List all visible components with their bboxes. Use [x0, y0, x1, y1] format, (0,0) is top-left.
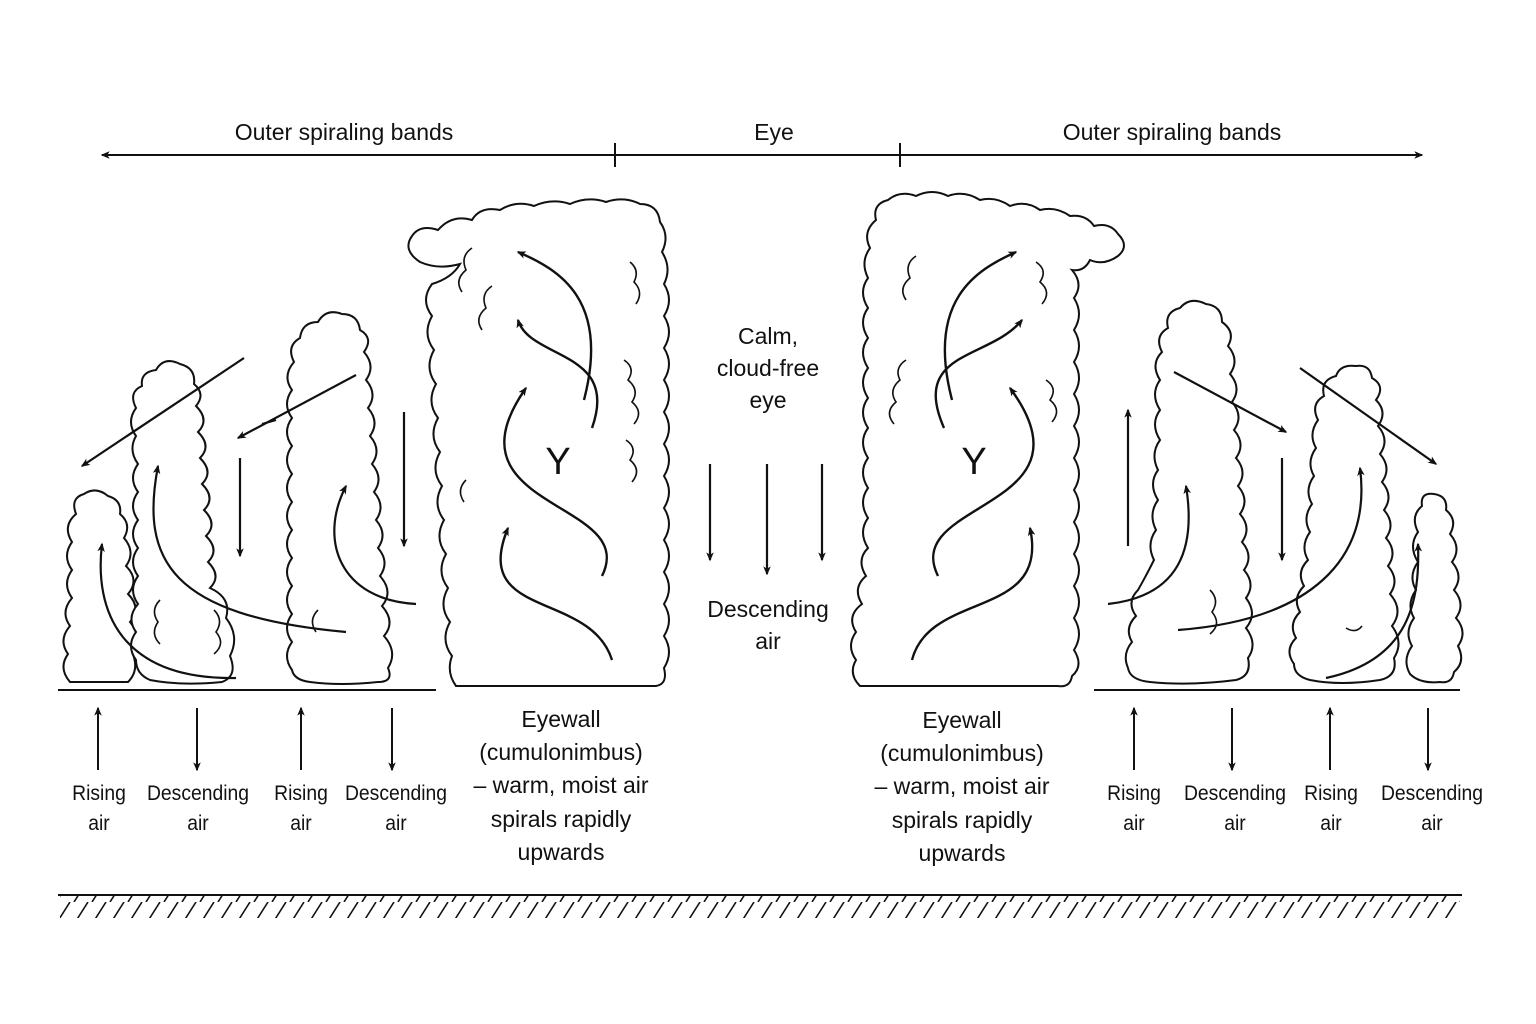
rising-label-3: Rising	[1107, 782, 1161, 805]
eye-descending-arrows	[706, 464, 826, 576]
rising-label-2: Rising	[274, 782, 328, 805]
eyewall-left-line1: Eyewall	[521, 706, 601, 732]
top-dimension-line	[100, 143, 1424, 167]
ground	[58, 894, 1462, 918]
rising-label-1: Rising	[72, 782, 126, 805]
band-cloud-right-3	[1405, 492, 1464, 684]
eyewall-cloud-right	[850, 191, 1125, 688]
eyewall-right-line5: upwards	[918, 840, 1006, 866]
eyewall-symbol-right: Y	[961, 441, 987, 483]
eye-label-line1: Calm,	[737, 323, 799, 349]
eye-descending-line1: Descending	[707, 596, 829, 622]
eye-label-line3: eye	[749, 387, 787, 413]
band-arrows-left	[80, 357, 417, 680]
rising-label-2-air: air	[290, 812, 312, 835]
descending-label-3: Descending	[1183, 782, 1287, 805]
eyewall-left-line3: – warm, moist air	[473, 772, 649, 798]
eyewall-right-line4: spirals rapidly	[891, 807, 1033, 833]
descending-label-3-air: air	[1224, 812, 1246, 835]
eyewall-cloud-left	[407, 198, 670, 687]
eye-descending-line2: air	[755, 628, 781, 654]
band-cloud-right-1	[1124, 299, 1254, 685]
header-eye: Eye	[754, 119, 794, 145]
eyewall-left-line2: (cumulonimbus)	[479, 739, 643, 765]
descending-label-4: Descending	[1380, 782, 1484, 805]
descending-label-2-air: air	[385, 812, 407, 835]
rising-label-1-air: air	[88, 812, 110, 835]
rising-label-3-air: air	[1123, 812, 1145, 835]
descending-label-1-air: air	[187, 812, 209, 835]
descending-label-2: Descending	[344, 782, 448, 805]
band-vertical-indicators	[94, 706, 1432, 772]
eyewall-left-line5: upwards	[517, 839, 605, 865]
eyewall-right-line2: (cumulonimbus)	[880, 740, 1044, 766]
rising-label-4-air: air	[1320, 812, 1342, 835]
rising-label-4: Rising	[1304, 782, 1358, 805]
band-cloud-left-1	[62, 489, 138, 683]
descending-label-4-air: air	[1421, 812, 1443, 835]
descending-label-1: Descending	[146, 782, 250, 805]
eyewall-spiral-arrows	[499, 250, 1036, 661]
eye-label-line2: cloud-free	[716, 355, 820, 381]
header-outer-bands-right: Outer spiraling bands	[1062, 119, 1282, 145]
eyewall-right-line3: – warm, moist air	[874, 773, 1050, 799]
eyewall-symbol-left: Y	[545, 441, 571, 483]
header-outer-bands-left: Outer spiraling bands	[234, 119, 454, 145]
band-arrows-right	[1107, 367, 1438, 680]
eyewall-left-line4: spirals rapidly	[490, 806, 632, 832]
band-cloud-right-2	[1288, 364, 1400, 684]
eyewall-right-line1: Eyewall	[922, 707, 1002, 733]
